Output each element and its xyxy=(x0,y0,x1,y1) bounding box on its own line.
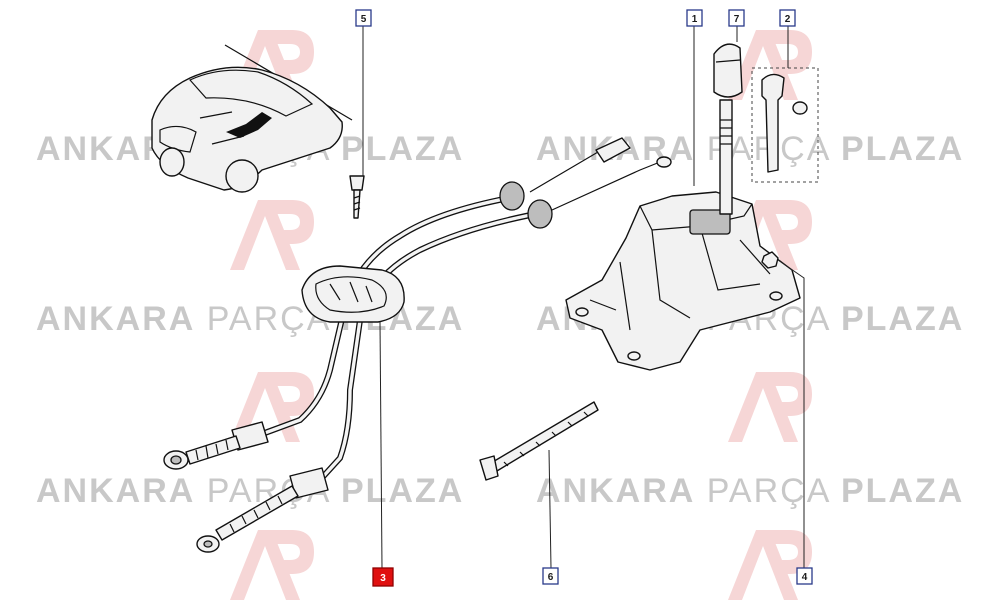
callout-1[interactable]: 1 xyxy=(686,9,703,27)
callout-box xyxy=(542,567,559,585)
callout-label: 5 xyxy=(361,14,367,25)
callout-box-highlighted xyxy=(372,567,394,587)
watermark-text: ANKARA PARÇA PLAZA xyxy=(536,472,964,510)
callout-3[interactable]: 3 xyxy=(372,567,394,587)
housing-gate xyxy=(689,209,731,235)
cable-thread-rod-lower xyxy=(215,485,299,541)
watermark-text: ANKARA PARÇA PLAZA xyxy=(36,472,464,510)
callout-label: 3 xyxy=(380,573,386,584)
nut-body xyxy=(761,251,779,269)
ap-logo-watermark xyxy=(728,372,812,442)
housing-ribs xyxy=(651,225,761,319)
housing-mount-hole xyxy=(769,291,783,301)
callout-2[interactable]: 2 xyxy=(779,9,796,27)
cable-seal-plate-inner xyxy=(315,276,387,313)
leader-lines xyxy=(362,26,805,569)
cable-thread-upper xyxy=(195,439,229,461)
car-wheel-front-right xyxy=(225,159,259,193)
callout-label: 6 xyxy=(548,572,554,583)
gear-knob xyxy=(713,43,743,98)
car-shifter-location xyxy=(226,112,272,138)
leader-line-4 xyxy=(777,259,805,568)
housing-details xyxy=(589,239,771,331)
cable-eye-hole-upper xyxy=(170,455,182,465)
cable-grommet-upper xyxy=(499,181,525,211)
leader-line-3 xyxy=(379,321,383,569)
cable-seal-plate xyxy=(301,265,405,323)
shifter-housing xyxy=(565,191,801,371)
shift-cable xyxy=(317,209,549,483)
callout-5[interactable]: 5 xyxy=(355,9,372,27)
gear-knob-band xyxy=(715,59,741,63)
bolt-head xyxy=(349,175,365,191)
callout-label: 1 xyxy=(692,14,698,25)
cable-tie-teeth xyxy=(503,411,589,467)
leader-line-6 xyxy=(548,449,552,569)
ap-logo-watermark xyxy=(728,530,812,600)
retaining-ring xyxy=(792,101,808,115)
callout-box xyxy=(779,9,796,27)
lever-bushing xyxy=(761,73,785,173)
ap-logo-watermark xyxy=(230,200,314,270)
kit-dashed-frame xyxy=(751,67,819,183)
callout-box xyxy=(728,9,745,27)
callout-6[interactable]: 6 xyxy=(542,567,559,585)
bolt-thread xyxy=(353,195,361,211)
gear-lever xyxy=(713,43,743,215)
cable-seal-plate-ribs xyxy=(329,281,373,303)
mounting-bolt xyxy=(349,175,365,219)
callout-box xyxy=(796,567,813,585)
cable-end-rod-lower xyxy=(551,161,661,211)
car-body-lines xyxy=(199,111,245,145)
car-headlight xyxy=(159,125,197,153)
cable-end-eye-lower xyxy=(656,156,672,168)
callout-label: 4 xyxy=(802,572,808,583)
cable-tie-head xyxy=(479,455,499,481)
cable-grommet-lower xyxy=(527,199,553,229)
lever-rod-thread xyxy=(720,119,732,145)
ap-logo-watermark xyxy=(230,530,314,600)
vehicle-thumbnail xyxy=(151,44,353,193)
car-windshield xyxy=(189,69,314,117)
car-wheel-front xyxy=(159,147,185,177)
cable-thread-rod-upper xyxy=(185,435,241,465)
callout-4[interactable]: 4 xyxy=(796,567,813,585)
select-cable-inner xyxy=(260,194,522,436)
callout-7[interactable]: 7 xyxy=(728,9,745,27)
lever-boot-kit xyxy=(751,67,819,183)
gearshift-cable-assembly xyxy=(163,137,672,553)
housing-mount-hole xyxy=(627,351,641,361)
mounting-nut xyxy=(761,251,779,269)
cable-end-clip-upper xyxy=(595,137,631,163)
cable-thread-lower xyxy=(229,495,283,533)
cable-tie xyxy=(479,401,599,481)
callouts: 1 2 3 4 5 6 7 xyxy=(355,9,813,587)
callout-label: 7 xyxy=(734,14,740,25)
callout-label: 2 xyxy=(785,14,791,25)
cable-tie-strap xyxy=(485,401,599,475)
housing-mount-hole xyxy=(575,307,589,317)
lever-rod xyxy=(719,99,733,215)
housing-body xyxy=(565,191,801,371)
callout-box xyxy=(355,9,372,27)
cable-eye-hole-lower xyxy=(203,540,213,548)
callout-box xyxy=(686,9,703,27)
